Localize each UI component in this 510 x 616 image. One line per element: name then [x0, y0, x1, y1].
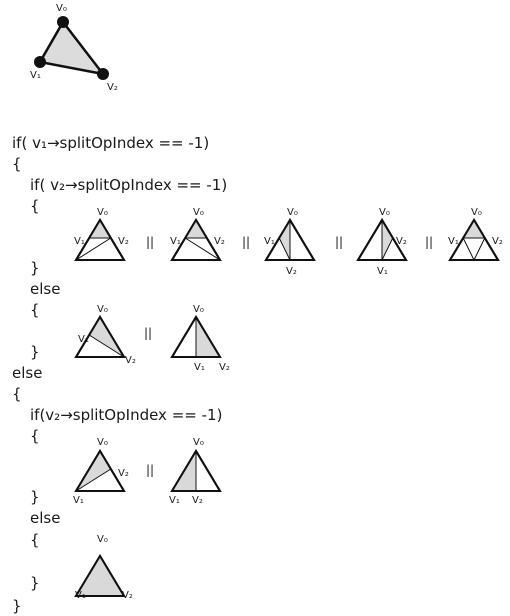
case-triangle-both-none-b: V₀ V₁ V₂ [170, 207, 225, 261]
separator-row2-1: || [144, 326, 152, 340]
code-line-8: } [30, 343, 40, 361]
code-line-3: if( v₂→splitOpIndex == -1) [30, 176, 227, 194]
vertex-label-v1: V₁ [377, 266, 388, 277]
code-line-1: if( v₁→splitOpIndex == -1) [12, 134, 209, 152]
vertex-label-v0: V₀ [287, 207, 298, 218]
code-line-14: else [30, 509, 60, 527]
split-line [462, 237, 475, 261]
separator-row1-3: || [335, 235, 343, 249]
shaded-region [463, 220, 485, 238]
triangle-edge [74, 315, 126, 358]
code-line-15: { [30, 531, 40, 549]
triangle-edge [170, 218, 222, 261]
separator-row1-1: || [146, 235, 154, 249]
code-line-7: { [30, 301, 40, 319]
vertex-label-v0: V₀ [97, 437, 108, 448]
shaded-region [185, 220, 207, 238]
vertex-v2-dot [97, 68, 109, 80]
case-triangle-both-none-c: V₀ V₁ V₂ [264, 207, 316, 277]
shaded-region [76, 451, 111, 491]
vertex-label-v1: V₁ [75, 590, 86, 601]
separator-row3-1: || [146, 463, 154, 477]
reference-triangle: V₀ V₁ V₂ [30, 3, 118, 93]
vertex-label-v2: V₂ [286, 266, 297, 277]
case-triangle-both-split: V₀ V₁ V₂ [74, 534, 133, 601]
shaded-region [382, 220, 393, 260]
code-line-5: } [30, 259, 40, 277]
vertex-label-v2: V₂ [492, 236, 503, 247]
separator-row1-2: || [242, 235, 250, 249]
code-line-6: else [30, 280, 60, 298]
triangle-edge [74, 218, 126, 261]
vertex-v0-dot [57, 16, 69, 28]
vertex-label-v2: V₂ [214, 236, 225, 247]
triangle-edge [74, 554, 126, 597]
split-line [75, 237, 112, 261]
code-line-12: { [30, 427, 40, 445]
vertex-v1-dot [34, 56, 46, 68]
shaded-region [89, 220, 111, 238]
code-line-9: else [12, 364, 42, 382]
code-line-13: } [30, 488, 40, 506]
shaded-region [89, 317, 124, 357]
vertex-label-v1: V₁ [73, 495, 84, 506]
vertex-label-v0: V₀ [471, 207, 482, 218]
split-line [184, 237, 221, 261]
case-triangle-both-none-d: V₀ V₂ V₁ [356, 207, 408, 277]
vertex-label-v0: V₀ [97, 304, 108, 315]
code-line-17: } [12, 597, 22, 615]
separator-row1-4: || [425, 235, 433, 249]
vertex-label-v0: V₀ [97, 534, 108, 545]
vertex-label-v2: V₂ [122, 590, 133, 601]
split-line [473, 237, 486, 261]
vertex-label-v2: V₂ [125, 355, 136, 366]
case-triangle-both-none-a: V₀ V₁ V₂ [74, 207, 129, 261]
split-line [381, 237, 394, 261]
case-triangle-both-none-e: V₀ V₁ V₂ [448, 207, 503, 261]
vertex-label-v1: V₁ [170, 236, 181, 247]
vertex-label-v1: V₁ [169, 495, 180, 506]
vertex-label-v2: V₂ [192, 495, 203, 506]
vertex-label-v1: V₁ [264, 236, 275, 247]
vertex-label-v1: V₁ [74, 236, 85, 247]
split-line [75, 468, 112, 492]
vertex-label-v0: V₀ [193, 437, 204, 448]
case-triangle-v2-split-b: V₀ V₁ V₂ [170, 304, 230, 373]
code-line-4: { [30, 197, 40, 215]
vertex-label-v2: V₂ [118, 468, 129, 479]
case-triangle-v1-split-b: V₀ V₁ V₂ [169, 437, 222, 506]
vertex-label-v2: V₂ [396, 236, 407, 247]
vertex-label-v0: V₀ [97, 207, 108, 218]
triangle-edge [74, 449, 126, 492]
vertex-label-v1: V₁ [78, 334, 89, 345]
vertex-label-v1: V₁ [448, 236, 459, 247]
code-line-2: { [12, 155, 22, 173]
ref-label-v0: V₀ [56, 3, 67, 14]
vertex-label-v0: V₀ [193, 207, 204, 218]
vertex-label-v0: V₀ [193, 304, 204, 315]
case-triangle-v1-split-a: V₀ V₂ V₁ [73, 437, 129, 506]
vertex-label-v2: V₂ [219, 362, 230, 373]
ref-label-v2: V₂ [107, 82, 118, 93]
shaded-region [279, 220, 290, 260]
code-line-10: { [12, 385, 22, 403]
vertex-label-v0: V₀ [379, 207, 390, 218]
code-line-11: if(v₂→splitOpIndex == -1) [30, 406, 222, 424]
split-line [88, 334, 125, 358]
split-line [278, 237, 291, 261]
case-triangle-v2-split-a: V₀ V₁ V₂ [74, 304, 136, 366]
ref-label-v1: V₁ [30, 70, 41, 81]
code-line-16: } [30, 574, 40, 592]
shaded-region [76, 556, 124, 596]
vertex-label-v1: V₁ [194, 362, 205, 373]
vertex-label-v2: V₂ [118, 236, 129, 247]
